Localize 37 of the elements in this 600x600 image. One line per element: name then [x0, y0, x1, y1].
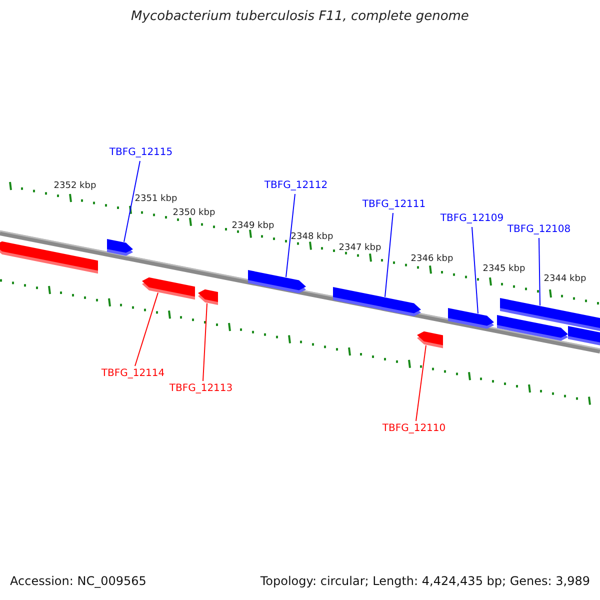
scale-label: 2350 kbp: [172, 207, 216, 219]
gene-feature: [417, 331, 443, 348]
gene-feature: [107, 239, 133, 256]
gene-feature: [448, 308, 494, 329]
scale-label: 2351 kbp: [134, 193, 178, 205]
scale-label: 2349 kbp: [232, 220, 274, 232]
gene-label: TBFG_12108: [507, 224, 571, 236]
gene-feature: [142, 277, 195, 300]
leader-line: [286, 194, 296, 278]
gene-feature: [333, 287, 421, 316]
gene-feature: [198, 289, 218, 305]
leader-line: [538, 238, 540, 306]
leader-line: [384, 212, 394, 298]
leader-line: [124, 160, 140, 242]
footer-text: Topology: circular; Length: 4,424,435 bp; Genes: 3,989: [260, 575, 590, 587]
gene-label: TBFG_12111: [362, 199, 426, 211]
scale-label: 2344 kbp: [544, 273, 586, 285]
gene-label: TBFG_12115: [109, 147, 173, 159]
leader-line: [472, 226, 478, 314]
gene-label: TBFG_12110: [382, 423, 446, 435]
scale-label: 2347 kbp: [338, 242, 382, 254]
leader-line: [416, 344, 426, 422]
gene-label: TBFG_12113: [169, 383, 233, 395]
gene-label: TBFG_12112: [264, 180, 328, 192]
scale-label: 2345 kbp: [482, 263, 526, 275]
scale-label: 2346 kbp: [410, 253, 454, 265]
diagram-title: Mycobacterium tuberculosis F11, complete genome: [131, 11, 469, 23]
gene-feature: [0, 241, 98, 274]
scale-label: 2348 kbp: [290, 231, 334, 243]
gene-feature: [248, 270, 306, 294]
gene-label: TBFG_12109: [440, 213, 504, 225]
scale-label: 2352 kbp: [54, 180, 96, 192]
gene-feature: [568, 326, 600, 346]
footer-text: Accession: NC_009565: [10, 575, 146, 587]
leader-line: [134, 292, 158, 366]
gene-label: TBFG_12114: [101, 368, 165, 380]
leader-line: [202, 302, 208, 382]
